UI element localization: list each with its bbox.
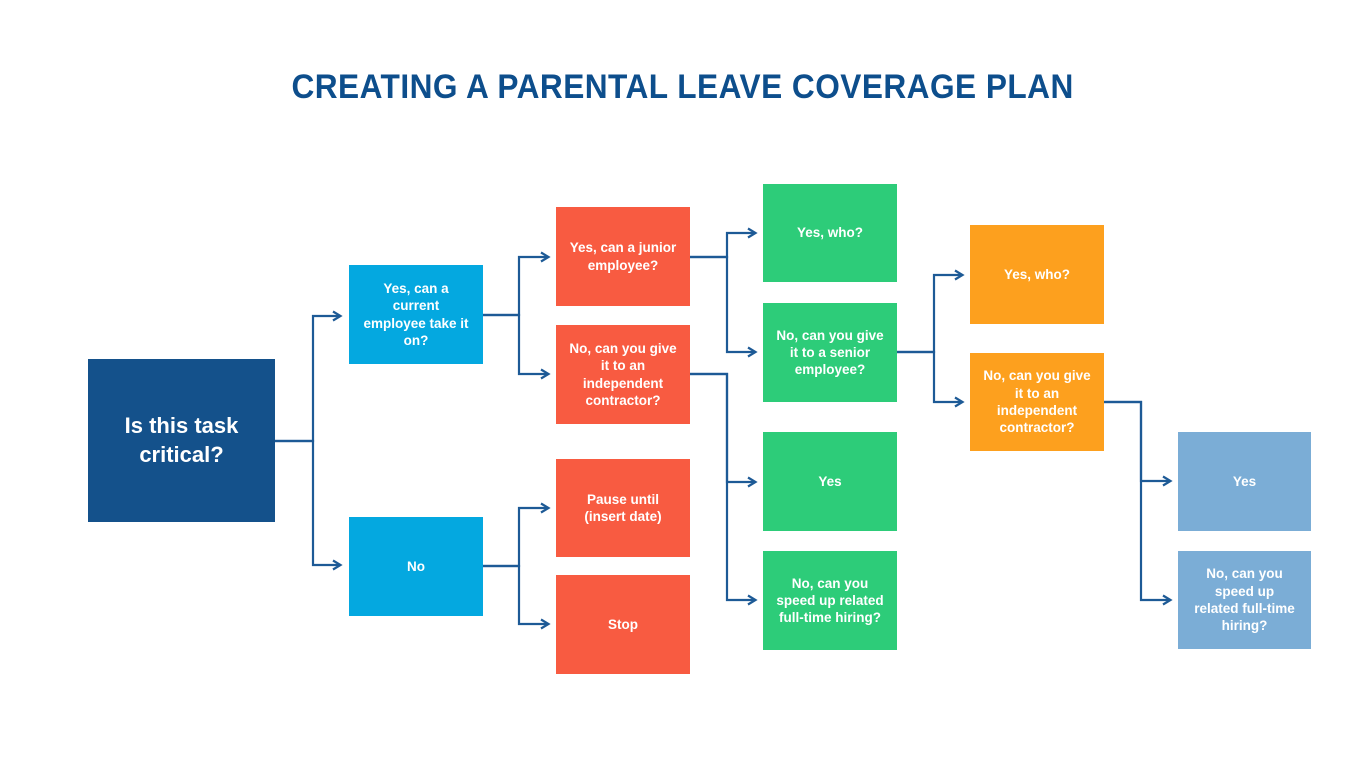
node-is-task-critical: Is this task critical? (88, 359, 275, 522)
node-yes-junior-employee: Yes, can a junior employee? (556, 207, 690, 306)
node-stop: Stop (556, 575, 690, 674)
connector-contractor2-to-yes-steel (1104, 400, 1173, 487)
connector-junior-to-senior (690, 255, 758, 358)
node-yes-who-orange: Yes, who? (970, 225, 1104, 324)
node-no-independent-contractor-2: No, can you give it to an independent co… (970, 353, 1104, 451)
node-yes-who-green: Yes, who? (763, 184, 897, 282)
connector-no-to-pause (483, 502, 551, 568)
node-yes-steel: Yes (1178, 432, 1311, 531)
connector-senior-to-yes-who-orange (897, 269, 965, 354)
page-title: CREATING A PARENTAL LEAVE COVERAGE PLAN (0, 68, 1365, 107)
node-no-senior-employee: No, can you give it to a senior employee… (763, 303, 897, 402)
connector-contractor1-to-yes-green (690, 372, 758, 488)
connector-current-to-junior (483, 251, 551, 317)
node-no-speed-up-steel: No, can you speed up related full-time h… (1178, 551, 1311, 649)
connector-root-to-yes-current (275, 310, 343, 443)
connector-root-to-no (275, 439, 343, 571)
node-pause-until: Pause until (insert date) (556, 459, 690, 557)
node-yes-green: Yes (763, 432, 897, 531)
node-yes-current-employee: Yes, can a current employee take it on? (349, 265, 483, 364)
node-no-speed-up-green: No, can you speed up related full-time h… (763, 551, 897, 650)
connector-current-to-contractor1 (483, 313, 551, 380)
connector-no-to-stop (483, 564, 551, 630)
node-no-independent-contractor-1: No, can you give it to an independent co… (556, 325, 690, 424)
node-no: No (349, 517, 483, 616)
connector-senior-to-contractor2 (897, 350, 965, 408)
page-title-text: CREATING A PARENTAL LEAVE COVERAGE PLAN (291, 68, 1074, 106)
connector-contractor2-to-speedup-steel (1104, 400, 1173, 606)
connector-junior-to-yes-who-green (690, 227, 758, 259)
connector-contractor1-to-speedup-green (690, 372, 758, 606)
